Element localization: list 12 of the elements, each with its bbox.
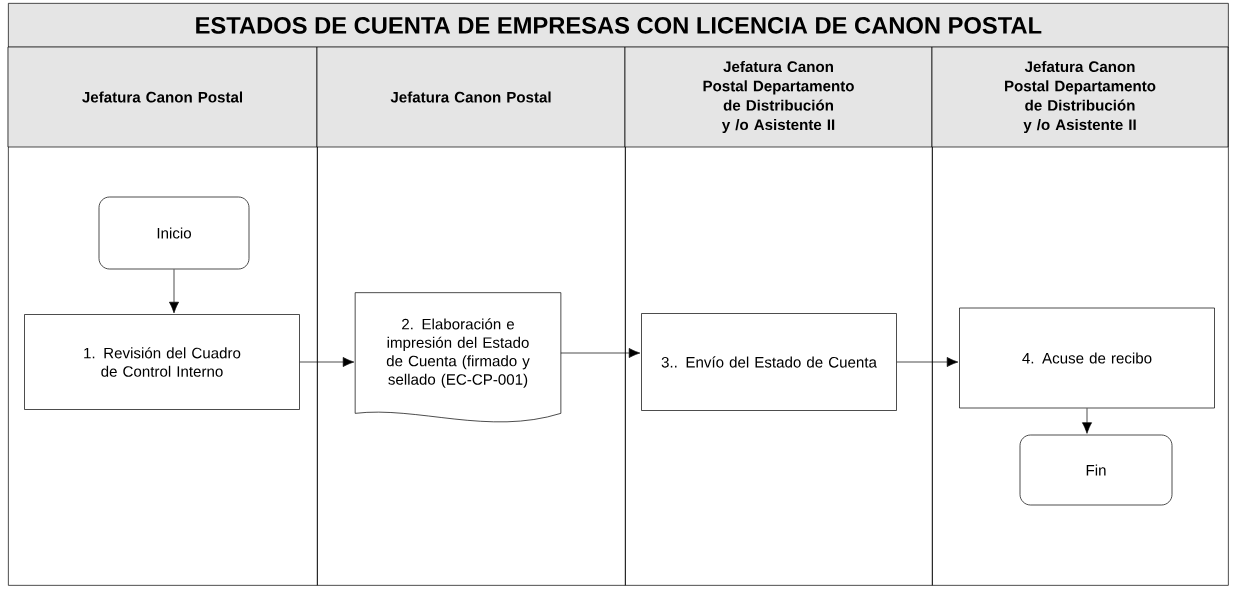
arrow xyxy=(1082,408,1092,434)
arrow xyxy=(560,348,641,358)
arrow xyxy=(896,357,959,367)
arrow xyxy=(299,357,355,367)
terminal-box: Inicio xyxy=(98,196,250,270)
process-box: 1. Revisión del Cuadro de Control Interno xyxy=(24,314,300,410)
title-banner: ESTADOS DE CUENTA DE EMPRESAS CON LICENCIA DE CANON POSTAL xyxy=(8,3,1229,48)
document-shape: 2. Elaboración e impresión del Estado de Cuenta (firmado y sellado (EC-CP-001) xyxy=(354,292,562,423)
arrow xyxy=(169,269,179,314)
process-box: 4. Acuse de recibo xyxy=(959,307,1215,409)
process-box: 3.. Envío del Estado de Cuenta xyxy=(641,313,897,411)
terminal-box: Fin xyxy=(1019,434,1173,506)
